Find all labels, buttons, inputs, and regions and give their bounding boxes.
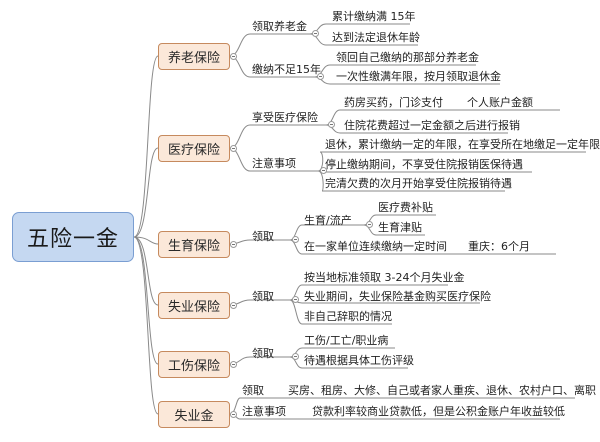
node-fund-notes[interactable]: 注意事项: [242, 405, 286, 418]
node-medical-enjoy[interactable]: 享受医疗保险: [252, 111, 318, 124]
node-text[interactable]: 失业期间，失业保险基金购买医疗保险: [304, 290, 491, 303]
node-text[interactable]: 工伤/工亡/职业病: [304, 334, 389, 347]
node-text[interactable]: 生育津贴: [378, 221, 422, 234]
node-maternity-receive[interactable]: 领取: [252, 230, 274, 243]
node-text[interactable]: 住院花费超过一定金额之后进行报销: [344, 119, 520, 132]
node-pension-receive[interactable]: 领取养老金: [252, 20, 307, 33]
node-pension-short[interactable]: 缴纳不足15年: [252, 63, 321, 76]
collapse-toggle-icon[interactable]: [292, 236, 299, 243]
node-text[interactable]: 停止缴纳期间，不享受住院报销医保待遇: [325, 158, 523, 171]
node-text[interactable]: 按当地标准领取 3-24个月失业金: [304, 271, 465, 284]
category-maternity[interactable]: 生育保险: [158, 231, 230, 258]
node-text[interactable]: 完清欠费的次月开始享受住院报销待遇: [325, 177, 512, 190]
node-medical-notes[interactable]: 注意事项: [252, 157, 296, 170]
collapse-toggle-icon[interactable]: [317, 73, 324, 80]
node-text[interactable]: 个人账户金额: [467, 96, 533, 109]
node-text[interactable]: 非自己辞职的情况: [304, 310, 392, 323]
node-text[interactable]: 药房买药，门诊支付: [344, 96, 443, 109]
collapse-toggle-icon[interactable]: [230, 145, 237, 152]
collapse-toggle-icon[interactable]: [230, 411, 237, 418]
node-text[interactable]: 生育/流产: [304, 214, 352, 227]
node-text[interactable]: 贷款利率较商业贷款低，但是公积金账户年收益较低: [312, 405, 565, 418]
node-text[interactable]: 退休，累计缴纳一定的年限，在享受所在地缴足一定年限: [325, 138, 600, 151]
category-medical[interactable]: 医疗保险: [158, 135, 230, 162]
node-text[interactable]: 达到法定退休年龄: [332, 31, 420, 44]
node-text[interactable]: 累计缴纳满 15年: [332, 10, 416, 23]
node-injury-receive[interactable]: 领取: [252, 347, 274, 360]
collapse-toggle-icon[interactable]: [320, 167, 327, 174]
root-node[interactable]: 五险一金: [12, 212, 134, 262]
collapse-toggle-icon[interactable]: [312, 30, 319, 37]
node-text[interactable]: 待遇根据具体工伤评级: [304, 354, 414, 367]
collapse-toggle-icon[interactable]: [328, 121, 335, 128]
node-text[interactable]: 一次性缴满年限，按月领取退休金: [336, 70, 501, 83]
category-pension[interactable]: 养老保险: [158, 43, 230, 70]
collapse-toggle-icon[interactable]: [230, 302, 237, 309]
category-work-injury[interactable]: 工伤保险: [158, 351, 230, 378]
collapse-toggle-icon[interactable]: [230, 53, 237, 60]
collapse-toggle-icon[interactable]: [292, 296, 299, 303]
node-unemployment-receive[interactable]: 领取: [252, 290, 274, 303]
node-text[interactable]: 买房、租房、大修、自己或者家人重疾、退休、农村户口、离职: [288, 384, 596, 397]
node-text[interactable]: 重庆：6个月: [468, 240, 530, 253]
category-unemployment-fund[interactable]: 失业金: [158, 401, 230, 428]
node-text[interactable]: 领回自己缴纳的那部分养老金: [336, 51, 479, 64]
collapse-toggle-icon[interactable]: [292, 353, 299, 360]
node-fund-receive[interactable]: 领取: [242, 384, 264, 397]
node-text[interactable]: 在一家单位连续缴纳一定时间: [304, 240, 447, 253]
collapse-toggle-icon[interactable]: [366, 221, 373, 228]
collapse-toggle-icon[interactable]: [230, 241, 237, 248]
node-text[interactable]: 医疗费补贴: [378, 201, 433, 214]
collapse-toggle-icon[interactable]: [230, 361, 237, 368]
category-unemployment-insurance[interactable]: 失业保险: [158, 292, 230, 319]
